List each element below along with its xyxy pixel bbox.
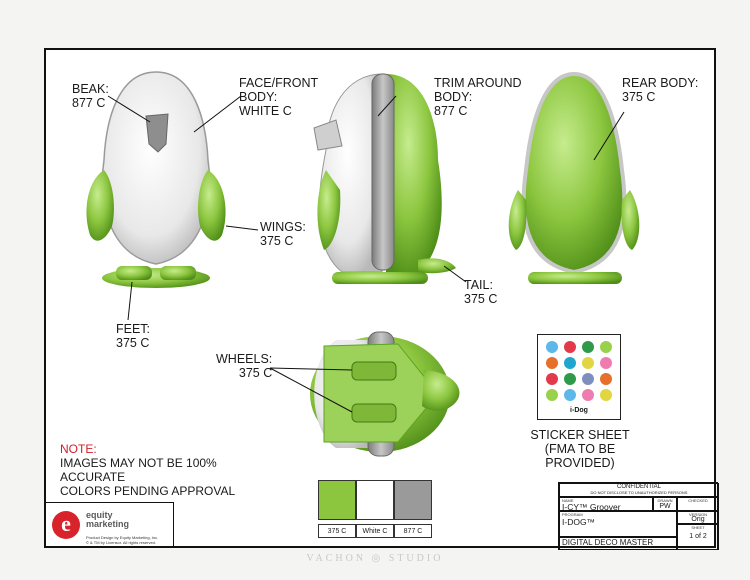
rear-view — [508, 71, 640, 284]
note-line: ACCURATE — [60, 470, 126, 484]
title-block-version: VERSION Orig — [677, 511, 719, 524]
logo-name-line: marketing — [86, 519, 130, 529]
logo-name: equity marketing — [86, 511, 129, 529]
label-wheels-text: WHEELS: 375 C — [216, 352, 273, 380]
drawn-caption: DRAWN — [657, 498, 673, 503]
sticker-brand: i-Dog — [570, 407, 588, 414]
sheet-caption: SHEET — [691, 525, 705, 530]
logo-copyright: © & TM by Licensor. All rights reserved. — [86, 540, 157, 545]
note-line: COLORS PENDING APPROVAL — [60, 484, 236, 498]
logo-name-line: equity — [86, 510, 113, 520]
sticker-dot — [600, 389, 612, 401]
sticker-dot — [582, 357, 594, 369]
title-block-confidential: CONFIDENTIAL DO NOT DISCLOSE TO UNAUTHOR… — [559, 483, 719, 497]
sticker-dot — [564, 373, 576, 385]
sticker-dot — [546, 357, 558, 369]
title-block-drawn: DRAWN PW — [653, 497, 677, 511]
name-value: I-CY™ Groover — [562, 502, 621, 512]
studio-watermark: VACHON ◎ STUDIO — [306, 553, 444, 564]
label-rear: REAR BODY: 375 C — [622, 76, 698, 104]
sticker-dot — [582, 341, 594, 353]
swatch-label: White C — [356, 524, 394, 538]
note-block: NOTE: IMAGES MAY NOT BE 100% ACCURATE CO… — [60, 442, 235, 498]
sticker-dot — [600, 341, 612, 353]
label-trim: TRIM AROUND BODY: 877 C — [434, 76, 522, 118]
swatch-gray — [394, 480, 432, 520]
label-trim-text: TRIM AROUND BODY: 877 C — [434, 76, 522, 118]
company-logo: e equity marketing Product Design by Equ… — [46, 502, 174, 548]
sheet-value: 1 of 2 — [689, 533, 707, 540]
label-beak: BEAK: 877 C — [72, 82, 109, 110]
label-wings: WINGS: 375 C — [260, 220, 306, 248]
sticker-dot — [582, 389, 594, 401]
label-face: FACE/FRONT BODY: WHITE C — [239, 76, 318, 118]
deco-sheet: BEAK: 877 C FACE/FRONT BODY: WHITE C WIN… — [44, 48, 719, 550]
title-block-name: NAME I-CY™ Groover — [559, 497, 653, 512]
logo-credit: Product Design by Equity Marketing, Inc. — [86, 535, 159, 540]
swatch-label: 877 C — [394, 524, 432, 538]
title-block-checked: CHECKED — [677, 497, 719, 511]
title-block: CONFIDENTIAL DO NOT DISCLOSE TO UNAUTHOR… — [558, 482, 719, 550]
label-feet-text: FEET: 375 C — [116, 322, 151, 350]
sticker-dot — [546, 341, 558, 353]
bottom-view — [269, 331, 460, 457]
front-view — [86, 71, 259, 321]
disclose-text: DO NOT DISCLOSE TO UNAUTHORIZED PERSONS — [590, 490, 688, 495]
logo-mark: e — [52, 511, 80, 539]
title-block-doc-title: DIGITAL DECO MASTER — [559, 537, 677, 550]
title-block-sheet: SHEET 1 of 2 — [677, 524, 719, 550]
sticker-sheet-image: i-Dog — [537, 334, 621, 420]
label-wheels: WHEELS: 375 C — [216, 352, 272, 380]
sticker-dot — [546, 389, 558, 401]
sticker-dot — [600, 373, 612, 385]
label-beak-text: BEAK: 877 C — [72, 82, 109, 110]
program-value: I-DOG™ — [562, 517, 596, 527]
sticker-dot — [546, 373, 558, 385]
label-feet: FEET: 375 C — [116, 322, 150, 350]
sticker-dot — [564, 389, 576, 401]
label-sticker-text: STICKER SHEET (FMA TO BE PROVIDED) — [530, 428, 630, 470]
title-block-program: PROGRAM I-DOG™ — [559, 511, 677, 537]
label-sticker-sheet: STICKER SHEET (FMA TO BE PROVIDED) — [518, 428, 642, 470]
version-value: Orig — [691, 516, 705, 523]
confidential-text: CONFIDENTIAL — [616, 484, 661, 490]
drawn-value: PW — [659, 503, 671, 510]
label-rear-text: REAR BODY: 375 C — [622, 76, 699, 104]
label-wings-text: WINGS: 375 C — [260, 220, 306, 248]
label-tail: TAIL: 375 C — [464, 278, 497, 306]
sticker-dot — [564, 357, 576, 369]
note-title: NOTE: — [60, 442, 97, 456]
swatch-white — [356, 480, 394, 520]
note-line: IMAGES MAY NOT BE 100% — [60, 456, 217, 470]
label-tail-text: TAIL: 375 C — [464, 278, 498, 306]
label-face-text: FACE/FRONT BODY: WHITE C — [239, 76, 319, 118]
sticker-dot — [564, 341, 576, 353]
sticker-dot — [600, 357, 612, 369]
swatch-green — [318, 480, 356, 520]
version-caption: VERSION — [688, 512, 707, 517]
sticker-dot — [582, 373, 594, 385]
program-caption: PROGRAM — [562, 512, 583, 517]
swatch-label: 375 C — [318, 524, 356, 538]
doc-title-value: DIGITAL DECO MASTER — [562, 538, 654, 547]
checked-caption: CHECKED — [688, 498, 708, 503]
name-caption: NAME — [562, 498, 574, 503]
